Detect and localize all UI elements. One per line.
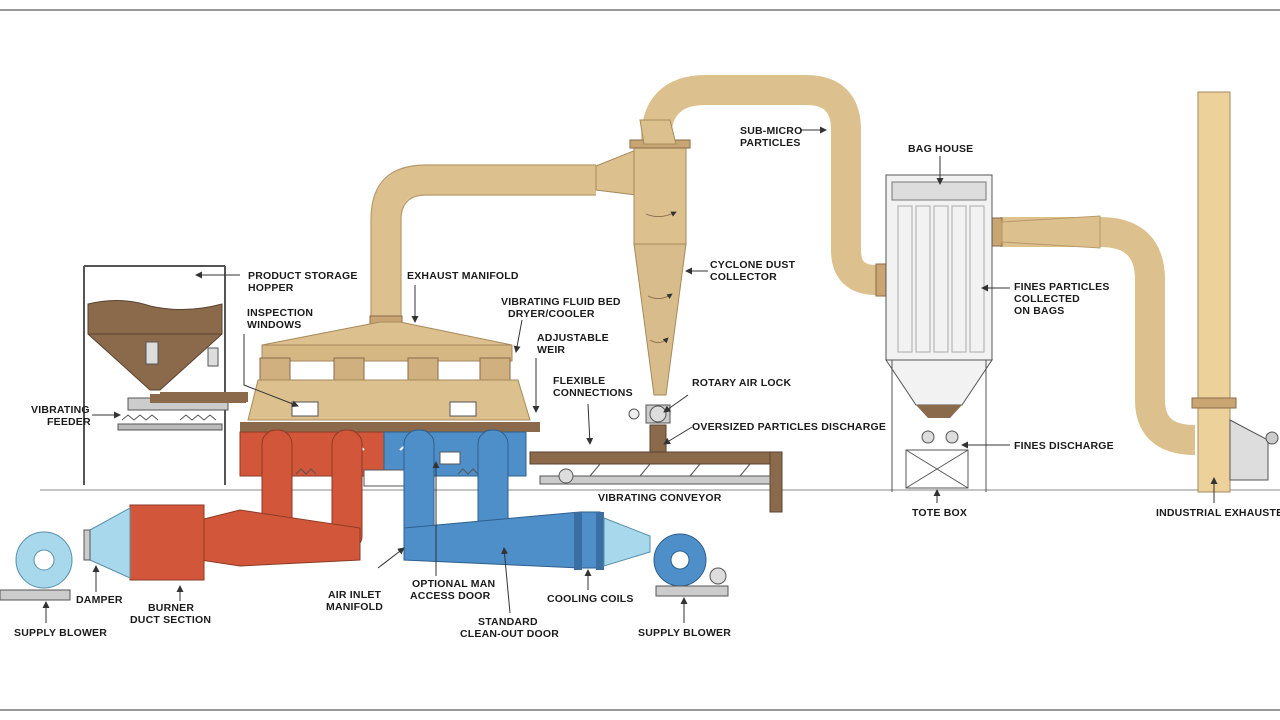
exhaust-transition bbox=[1001, 215, 1101, 249]
baghouse-outlet-flange bbox=[991, 217, 1003, 247]
label-cooling-coils: COOLING COILS bbox=[547, 593, 634, 605]
label-supply-blower-left: SUPPLY BLOWER bbox=[14, 627, 107, 639]
exhaust-ducts bbox=[371, 75, 1196, 455]
industrial-exhauster bbox=[1191, 91, 1279, 493]
vibrating-conveyor bbox=[529, 451, 783, 513]
baghouse-outlet-duct bbox=[1000, 217, 1196, 455]
label-tote-box: TOTE BOX bbox=[912, 507, 967, 519]
label-industrial-exhauster: INDUSTRIAL EXHAUSTER bbox=[1156, 507, 1280, 519]
hot-air-inlet bbox=[0, 429, 363, 601]
cyclone-dust-collector bbox=[595, 119, 691, 454]
label-oversized-particles: OVERSIZED PARTICLES DISCHARGE bbox=[692, 421, 886, 433]
manifold-duct bbox=[371, 165, 596, 320]
leader-arrows bbox=[42, 126, 1218, 623]
label-bag-house: BAG HOUSE bbox=[908, 143, 973, 155]
label-rotary-air-lock: ROTARY AIR LOCK bbox=[692, 377, 791, 389]
label-supply-blower-right: SUPPLY BLOWER bbox=[638, 627, 731, 639]
cyclone-outlet-duct bbox=[641, 75, 877, 295]
duct-outlines bbox=[370, 164, 596, 320]
baghouse-inlet-flange bbox=[875, 263, 887, 297]
label-vibrating-conveyor: VIBRATING CONVEYOR bbox=[598, 492, 722, 504]
label-exhaust-manifold: EXHAUST MANIFOLD bbox=[407, 270, 519, 282]
bag-house bbox=[885, 174, 993, 492]
product-storage-hopper bbox=[83, 265, 226, 485]
label-damper: DAMPER bbox=[76, 594, 123, 606]
cool-air-inlet bbox=[403, 429, 729, 597]
label-fines-discharge: FINES DISCHARGE bbox=[1014, 440, 1114, 452]
